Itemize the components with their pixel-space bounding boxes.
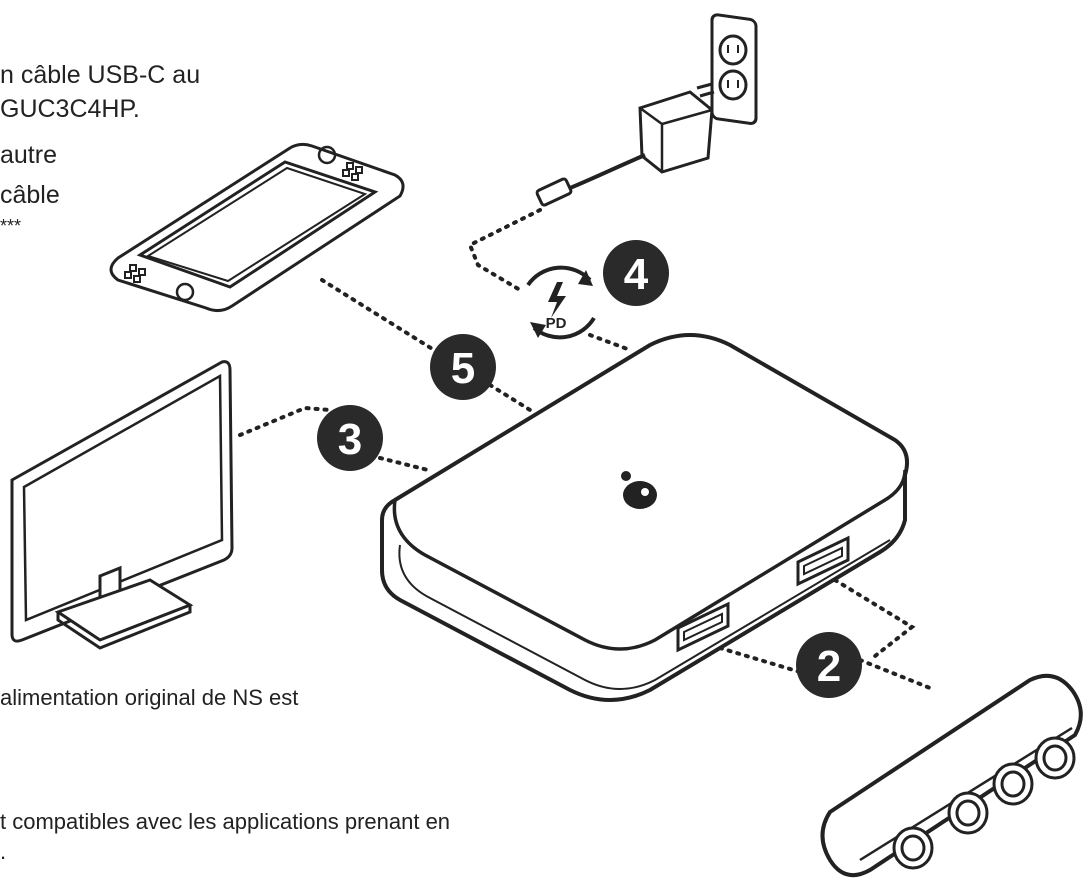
footnote-line-2: t compatibles avec les applications pren… — [0, 809, 451, 834]
instruction-line-1: n câble USB-C au — [0, 61, 201, 89]
controller-adapter-icon — [820, 673, 1083, 878]
footnote-line-1: alimentation original de NS est — [0, 685, 299, 710]
step-badge-4: 4 — [603, 240, 669, 306]
step-badge-5: 5 — [430, 334, 496, 400]
handheld-console-icon — [109, 142, 405, 313]
step-number-3: 3 — [338, 415, 362, 464]
step-number-5: 5 — [451, 344, 475, 393]
hub-icon — [380, 333, 909, 702]
monitor-icon — [10, 360, 234, 650]
footnote-line-3: . — [0, 839, 7, 864]
step-badge-2: 2 — [796, 632, 862, 698]
instruction-line-3: autre — [0, 141, 57, 169]
console-cable — [320, 278, 532, 412]
wall-outlet-icon — [710, 13, 758, 125]
connection-lines — [238, 208, 937, 692]
pd-label: PD — [546, 315, 567, 332]
adapter-cable-2 — [833, 578, 916, 662]
power-adapter-icon — [535, 82, 715, 207]
power-delivery-icon: PD — [526, 265, 596, 340]
step-number-2: 2 — [817, 642, 841, 691]
monitor-cable — [238, 405, 430, 472]
power-cable — [467, 208, 632, 352]
step-badge-3: 3 — [317, 405, 383, 471]
instruction-line-5: *** — [0, 216, 22, 236]
instruction-line-2: GUC3C4HP. — [0, 95, 140, 123]
brand-logo-icon — [621, 471, 657, 509]
step-number-4: 4 — [624, 250, 649, 299]
instruction-line-4: câble — [0, 181, 60, 209]
